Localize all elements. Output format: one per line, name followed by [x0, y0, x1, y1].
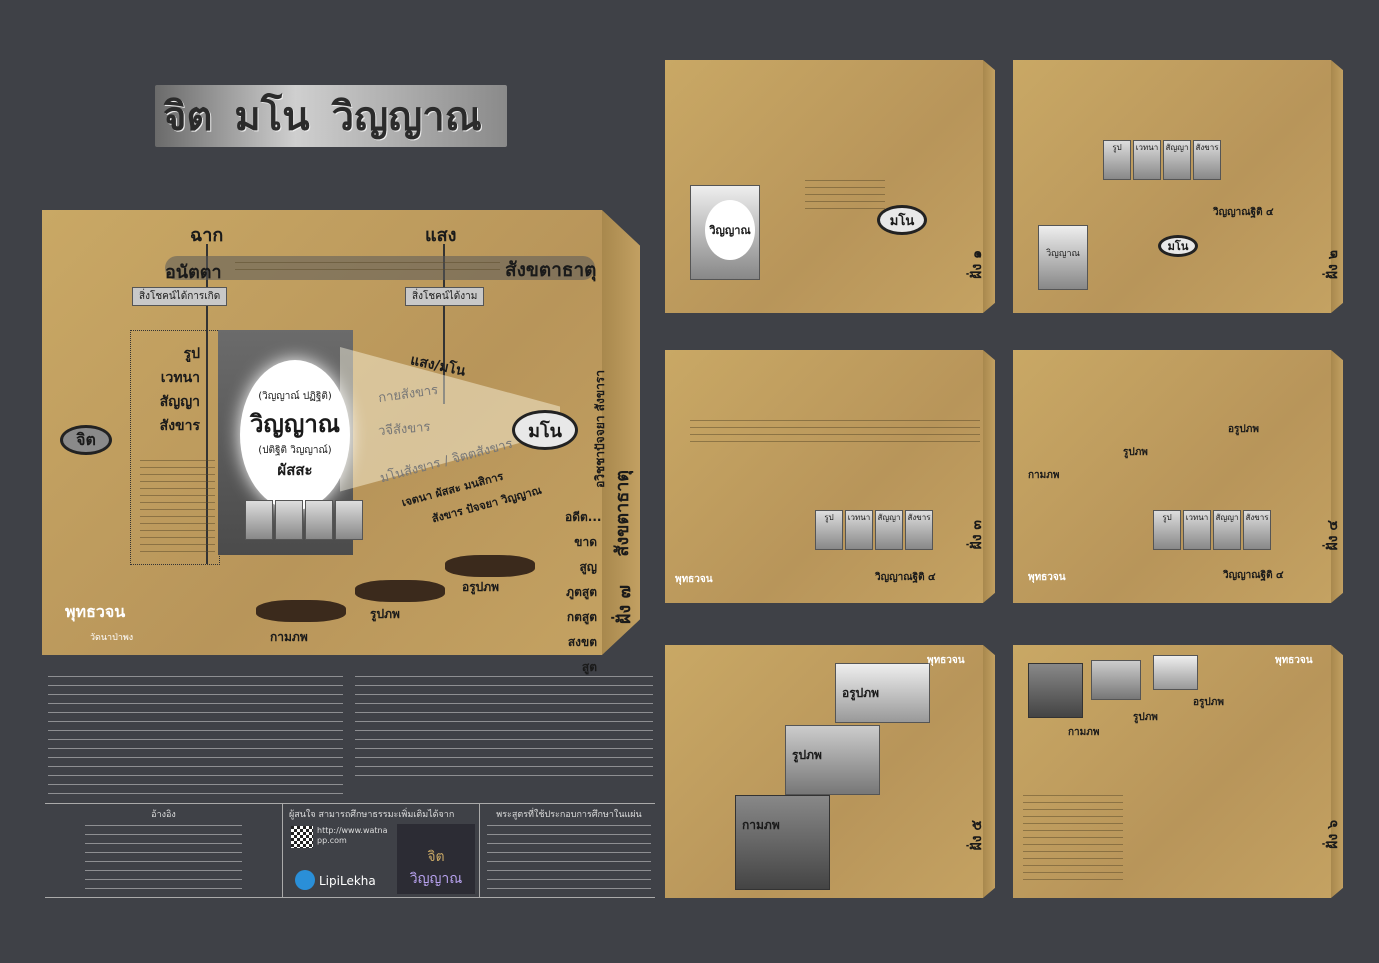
- title-word: จิต: [163, 94, 213, 140]
- oval-sub: (ปติฐิติ วิญญาณ์): [258, 444, 332, 456]
- bhava-label: อรูปภพ: [1193, 697, 1224, 708]
- mini-title: จิต: [427, 849, 445, 865]
- panel-number: ฝั่ง ๔: [1325, 520, 1341, 551]
- vertical-label: อวิชชาปัจจยา สังขารา: [593, 370, 607, 488]
- khandha-item: สังขาร: [159, 418, 200, 434]
- logo: พุทธวจน: [927, 655, 965, 666]
- bhava-label: กามภพ: [270, 630, 308, 644]
- cube-label: วิญญาณ: [705, 200, 755, 260]
- title-word: วิญญาณ: [331, 94, 482, 140]
- oval-bottom: ผัสสะ: [277, 460, 313, 479]
- oval-main: วิญญาณ: [249, 409, 341, 438]
- soil: [256, 600, 346, 622]
- cube-label: วิญญาณ: [1038, 225, 1088, 290]
- mano-bubble: มโน: [512, 410, 578, 450]
- khandha-blocks: รูปเวทนาสัญญาสังขาร: [1103, 140, 1221, 180]
- label-scene: ฉาก: [190, 225, 224, 246]
- soil: [445, 555, 535, 577]
- right-list-item: กตสูต: [566, 610, 597, 624]
- main-diagram-side: [602, 210, 640, 655]
- panel-number: ฝั่ง ๑: [969, 250, 985, 279]
- caption: วิญญาณฐิติ ๔: [1223, 570, 1284, 581]
- logo: พุทธวจน: [1028, 572, 1066, 583]
- qr-code: [291, 826, 313, 848]
- vertical-label: สังขตาธาตุ: [612, 470, 633, 557]
- logo: พุทธวจน: [675, 574, 713, 585]
- panel-6: กามภพ รูปภพ อรูปภพ พุทธวจน: [1013, 645, 1331, 898]
- brand-logo-icon: [295, 870, 315, 890]
- connector-line: [206, 244, 208, 564]
- connector-line: [443, 244, 445, 404]
- khandha-item: เวทนา: [160, 370, 200, 386]
- title-word: มโน: [234, 94, 310, 140]
- mano-bubble: มโน: [877, 205, 927, 235]
- cube-label: กามภพ: [735, 795, 830, 890]
- tag-left: สิ่งโชคน์ได้การเกิด: [132, 287, 228, 306]
- right-list-item: ขาดสูญ: [574, 535, 597, 574]
- right-list-item: สงขตสูต: [567, 635, 597, 674]
- bhava-label: รูปภพ: [1133, 712, 1158, 723]
- caption: วิญญาณฐิติ ๔: [1213, 207, 1274, 218]
- label-light: แสง: [425, 225, 457, 246]
- set-number: ฝั่ง ๗: [614, 585, 635, 625]
- cube-label: อรูปภพ: [835, 663, 930, 723]
- cube-label: รูปภพ: [785, 725, 880, 795]
- tag-right: สิ่งโชคน์ได้งาม: [405, 287, 485, 306]
- strip-text: [235, 262, 500, 276]
- cube-row: [245, 500, 363, 540]
- khandha-item: สัญญา: [159, 394, 200, 410]
- panel-4: กามภพ รูปภพ อรูปภพ รูปเวทนาสัญญาสังขาร ว…: [1013, 350, 1331, 603]
- panel-1: วิญญาณ มโน: [665, 60, 983, 313]
- footer-col-title: ผู้สนใจ สามารถศึกษาธรรมะเพิ่มเติมได้จาก: [289, 810, 455, 820]
- footer: อ้างอิง ผู้สนใจ สามารถศึกษาธรรมะเพิ่มเติ…: [45, 803, 655, 898]
- bhava-label: รูปภพ: [1123, 447, 1148, 458]
- bhava-label: กามภพ: [1028, 470, 1060, 481]
- body-text-right: [355, 676, 653, 781]
- panel-number: ฝั่ง ๕: [969, 820, 985, 851]
- mini-title: วิญญาณ: [409, 871, 463, 887]
- body-text-left: [48, 676, 343, 796]
- panel-number: ฝั่ง ๒: [1325, 250, 1341, 280]
- panel-5: อรูปภพ รูปภพ กามภพ พุทธวจน: [665, 645, 983, 898]
- bhava-label: อรูปภพ: [462, 580, 500, 594]
- vinnana-oval: (วิญญาณ์ ปฏิฐิติ) วิญญาณ (ปติฐิติ วิญญาณ…: [240, 360, 350, 510]
- panel-number: ฝั่ง ๓: [969, 520, 985, 550]
- khandha-notes: [140, 460, 215, 555]
- right-list: อดีต... ขาดสูญ ภูตสูต กตสูต สงขตสูต: [565, 505, 602, 680]
- right-list-item: ภูตสูต: [566, 585, 597, 599]
- soil: [355, 580, 445, 602]
- chit-bubble: จิต: [60, 425, 112, 455]
- poster-title: จิต มโน วิญญาณ: [155, 85, 507, 147]
- panel-2: รูปเวทนาสัญญาสังขาร วิญญาณฐิติ ๔ วิญญาณ …: [1013, 60, 1331, 313]
- oval-top: (วิญญาณ์ ปฏิฐิติ): [258, 390, 332, 402]
- footer-col-title: อ้างอิง: [151, 810, 176, 820]
- khandha-list: รูป เวทนา สัญญา สังขาร: [140, 342, 200, 438]
- bhava-label: รูปภพ: [370, 607, 400, 621]
- caption: วิญญาณฐิติ ๔: [875, 572, 936, 583]
- logo: พุทธวจน: [1275, 655, 1313, 666]
- anatta-label: อนัตตา: [165, 262, 222, 283]
- mano-bubble: มโน: [1158, 235, 1198, 257]
- panel-3: รูปเวทนาสัญญาสังขาร วิญญาณฐิติ ๔ พุทธวจน: [665, 350, 983, 603]
- right-list-item: อดีต...: [565, 510, 602, 524]
- khandha-item: รูป: [183, 346, 200, 362]
- footer-col-title: พระสูตรที่ใช้ประกอบการศึกษาในแผ่น: [496, 810, 642, 820]
- bhava-label: อรูปภพ: [1228, 424, 1259, 435]
- panel-number: ฝั่ง ๖: [1325, 820, 1341, 849]
- sankhata-label: สังขตาธาตุ: [505, 259, 597, 281]
- logo: พุทธวจน: [65, 602, 126, 621]
- website-link[interactable]: http://www.watnapp.com: [317, 826, 388, 845]
- logo-sub: วัดนาป่าพง: [90, 633, 134, 643]
- brand-name: LipiLekha: [319, 874, 376, 888]
- bhava-label: กามภพ: [1068, 727, 1100, 738]
